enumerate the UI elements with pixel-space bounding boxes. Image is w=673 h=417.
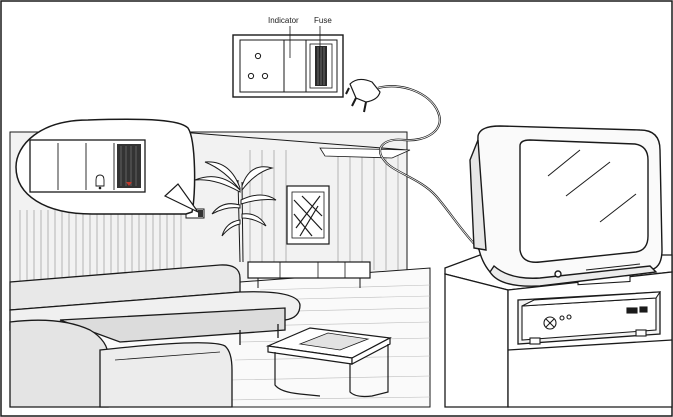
zoom-bubble [16, 119, 198, 214]
fuse-label: Fuse [314, 16, 332, 25]
television [470, 126, 662, 286]
wall-picture [287, 186, 329, 244]
wall-switch-small-fuse [198, 210, 203, 217]
indicator-label: Indicator [268, 16, 299, 25]
fuse-zoomed [117, 144, 141, 188]
